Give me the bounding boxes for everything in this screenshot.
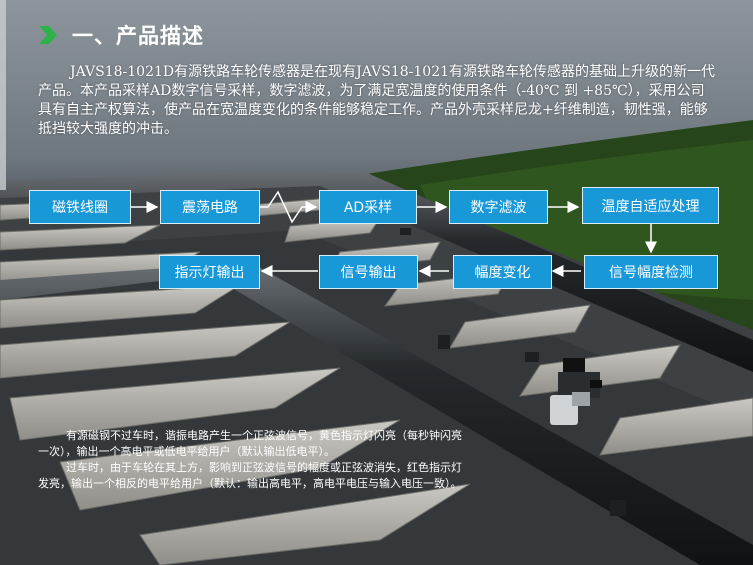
flow-box-signal-output: 信号输出 [319, 255, 418, 289]
note-train-passing: 过车时，由于车轮在其上方，影响到正弦波信号的幅度或正弦波消失，红色指示灯发亮，输… [38, 461, 462, 490]
flow-box-amplitude-change: 幅度变化 [453, 255, 552, 289]
flow-box-indicator-output: 指示灯输出 [159, 255, 260, 289]
page-title: 一、产品描述 [72, 24, 204, 48]
flow-box-ad-sampling: AD采样 [319, 190, 417, 224]
product-description: JAVS18-1021D有源铁路车轮传感器是在现有JAVS18-1021有源铁路… [38, 64, 716, 137]
flow-box-digital-filter: 数字滤波 [449, 190, 548, 224]
note-idle: 有源磁钢不过车时，谐振电路产生一个正弦波信号，黄色指示灯闪亮（每秒钟闪亮一次），… [38, 429, 462, 458]
flow-box-magnet-coil: 磁铁线圈 [29, 190, 131, 224]
flow-box-temp-adaptive: 温度自适应处理 [582, 187, 719, 224]
leaf-icon [39, 26, 57, 44]
flow-box-amplitude-detect: 信号幅度检测 [584, 255, 718, 289]
operation-notes: 有源磁钢不过车时，谐振电路产生一个正弦波信号，黄色指示灯闪亮（每秒钟闪亮一次），… [38, 428, 468, 492]
sine-wave-connector [255, 190, 318, 224]
flow-box-oscillator: 震荡电路 [160, 190, 260, 224]
